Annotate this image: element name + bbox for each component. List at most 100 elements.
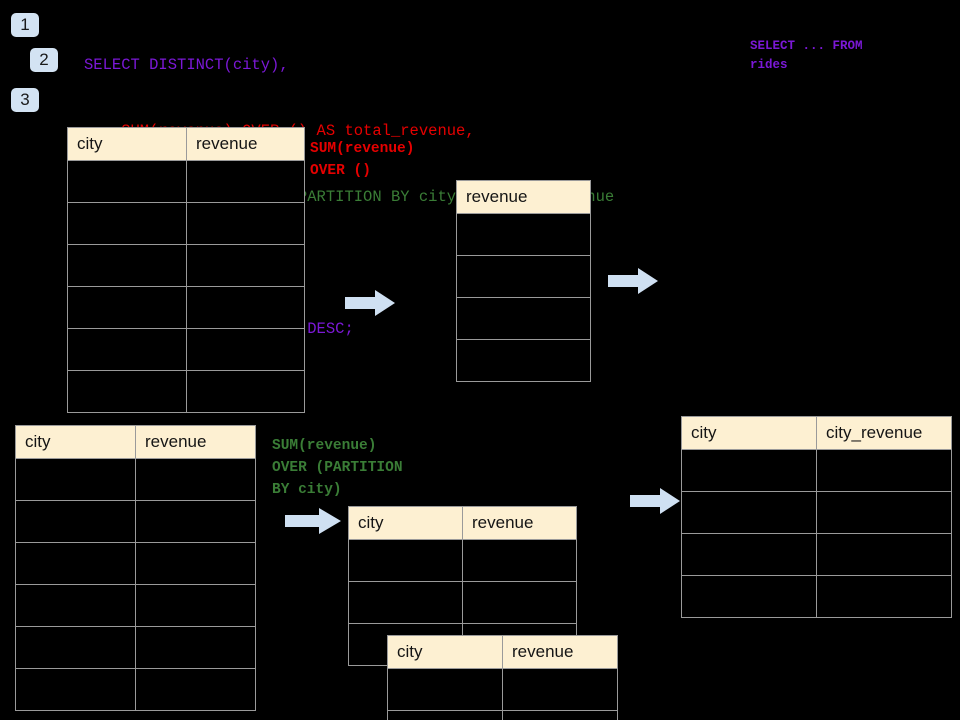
table-row — [681, 491, 952, 534]
table-cell — [186, 286, 305, 329]
table-row — [348, 581, 577, 624]
table-row — [681, 449, 952, 492]
arrow-source-to-partition — [285, 508, 341, 534]
table-cell — [681, 575, 817, 618]
table-cell — [67, 160, 187, 203]
table-cell — [456, 255, 591, 298]
table-header-row: city revenue — [67, 127, 305, 161]
table-row — [387, 668, 618, 711]
table-header-row: city revenue — [15, 425, 256, 459]
table-row — [67, 202, 305, 245]
table-row — [681, 533, 952, 576]
table-cell — [15, 500, 136, 543]
table-row — [67, 160, 305, 203]
table-cell — [15, 458, 136, 501]
table-row — [456, 297, 591, 340]
table-row — [15, 542, 256, 585]
table-cell — [67, 244, 187, 287]
table-row — [15, 584, 256, 627]
table-cell — [462, 581, 577, 624]
arrow-partition-to-result — [630, 488, 680, 514]
table-cell — [456, 297, 591, 340]
table-cell — [15, 584, 136, 627]
table-cell — [15, 626, 136, 669]
table-row — [456, 255, 591, 298]
column-header-city-revenue: city_revenue — [816, 416, 952, 450]
table-cell — [135, 458, 256, 501]
column-header-city: city — [681, 416, 817, 450]
step-badge-2[interactable]: 2 — [30, 48, 58, 72]
column-header-revenue: revenue — [135, 425, 256, 459]
step-badge-1[interactable]: 1 — [11, 13, 39, 37]
table-cell — [15, 542, 136, 585]
table-cell — [456, 213, 591, 256]
column-header-city: city — [67, 127, 187, 161]
table-row — [456, 213, 591, 256]
column-header-revenue: revenue — [462, 506, 577, 540]
arrow-total-to-result — [608, 268, 658, 294]
annotation-total-revenue: SUM(revenue) OVER () — [310, 141, 415, 179]
table-cell — [387, 668, 503, 711]
column-header-revenue: revenue — [502, 635, 618, 669]
table-cell — [135, 584, 256, 627]
table-header-row: city revenue — [387, 635, 618, 669]
table-row — [67, 328, 305, 371]
table-cell — [681, 449, 817, 492]
table-cell — [67, 286, 187, 329]
table-header-row: city city_revenue — [681, 416, 952, 450]
column-header-city: city — [348, 506, 463, 540]
table-row — [681, 575, 952, 618]
table-header-row: revenue — [456, 180, 591, 214]
total-revenue-table: revenue — [456, 180, 591, 382]
table-cell — [135, 500, 256, 543]
table-cell — [186, 244, 305, 287]
table-row — [15, 626, 256, 669]
table-row — [456, 339, 591, 382]
table-cell — [462, 539, 577, 582]
table-row — [15, 668, 256, 711]
table-cell — [67, 202, 187, 245]
partition-table-front: city revenue — [387, 635, 618, 720]
table-header-row: city revenue — [348, 506, 577, 540]
table-cell — [348, 539, 463, 582]
table-cell — [67, 370, 187, 413]
table-cell — [135, 668, 256, 711]
column-header-city: city — [15, 425, 136, 459]
table-cell — [186, 160, 305, 203]
table-cell — [456, 339, 591, 382]
arrow-source-to-total — [345, 290, 395, 316]
source-table-bottom: city revenue — [15, 425, 256, 711]
table-cell — [348, 581, 463, 624]
column-header-city: city — [387, 635, 503, 669]
table-cell — [186, 202, 305, 245]
column-header-revenue: revenue — [456, 180, 591, 214]
source-table-top: city revenue — [67, 127, 305, 413]
table-row — [67, 244, 305, 287]
partition-table-back: city revenue — [348, 506, 577, 666]
table-cell — [15, 668, 136, 711]
table-row — [387, 710, 618, 720]
column-header-revenue: revenue — [186, 127, 305, 161]
table-row — [15, 458, 256, 501]
table-cell — [186, 328, 305, 371]
table-cell — [502, 710, 618, 720]
table-cell — [681, 491, 817, 534]
table-row — [348, 539, 577, 582]
table-cell — [502, 668, 618, 711]
annotation-city-revenue: SUM(revenue) OVER (PARTITION BY city) — [272, 438, 403, 498]
table-cell — [816, 449, 952, 492]
table-row — [67, 286, 305, 329]
sql-line-select: SELECT DISTINCT(city), — [84, 56, 289, 74]
step-badge-3[interactable]: 3 — [11, 88, 39, 112]
result-table: city city_revenue — [681, 416, 952, 618]
table-cell — [186, 370, 305, 413]
table-cell — [816, 533, 952, 576]
table-row — [67, 370, 305, 413]
annotation-select-from: SELECT ... FROM rides — [750, 39, 863, 72]
table-cell — [816, 575, 952, 618]
table-cell — [681, 533, 817, 576]
table-cell — [816, 491, 952, 534]
table-cell — [135, 626, 256, 669]
table-row — [15, 500, 256, 543]
